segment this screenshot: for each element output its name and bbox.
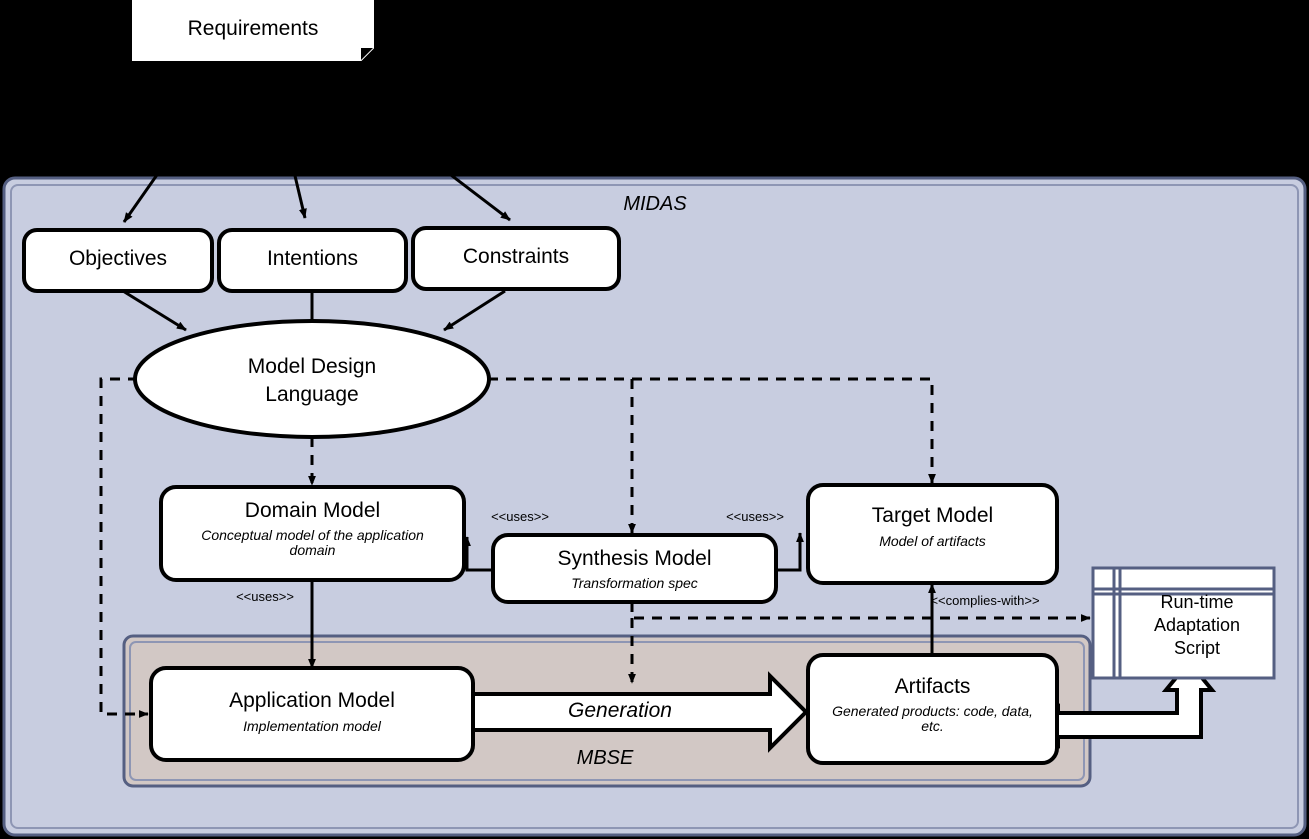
node-model-design-language[interactable] — [133, 319, 491, 439]
edge-synthesis-model-to-domain-model — [463, 536, 492, 572]
node-objectives[interactable] — [22, 228, 214, 293]
edge-requirements-to-constraints — [299, 58, 511, 222]
node-requirements[interactable] — [132, 0, 374, 61]
edge-mdl-to-target-model — [632, 377, 936, 484]
node-intentions[interactable] — [217, 228, 408, 293]
node-constraints[interactable] — [411, 226, 621, 291]
node-target-model[interactable] — [806, 483, 1059, 585]
node-domain-model[interactable] — [159, 485, 466, 582]
node-runtime-adaptation-script[interactable] — [1091, 566, 1276, 680]
node-synthesis-model[interactable] — [491, 533, 778, 604]
edge-generation-block-arrow — [468, 671, 809, 753]
edge-mdl-to-application-model — [99, 377, 156, 718]
node-application-model[interactable] — [149, 666, 475, 762]
node-artifacts[interactable] — [806, 653, 1059, 765]
edge-requirements-to-intentions — [266, 61, 307, 219]
edge-objectives-to-mdl — [122, 289, 187, 332]
edge-synthesis-model-to-runtime-script — [630, 602, 1091, 622]
edge-requirements-to-objectives — [122, 61, 238, 223]
edge-constraints-to-mdl — [443, 289, 506, 332]
edge-synthesis-model-to-target-model — [776, 532, 804, 572]
